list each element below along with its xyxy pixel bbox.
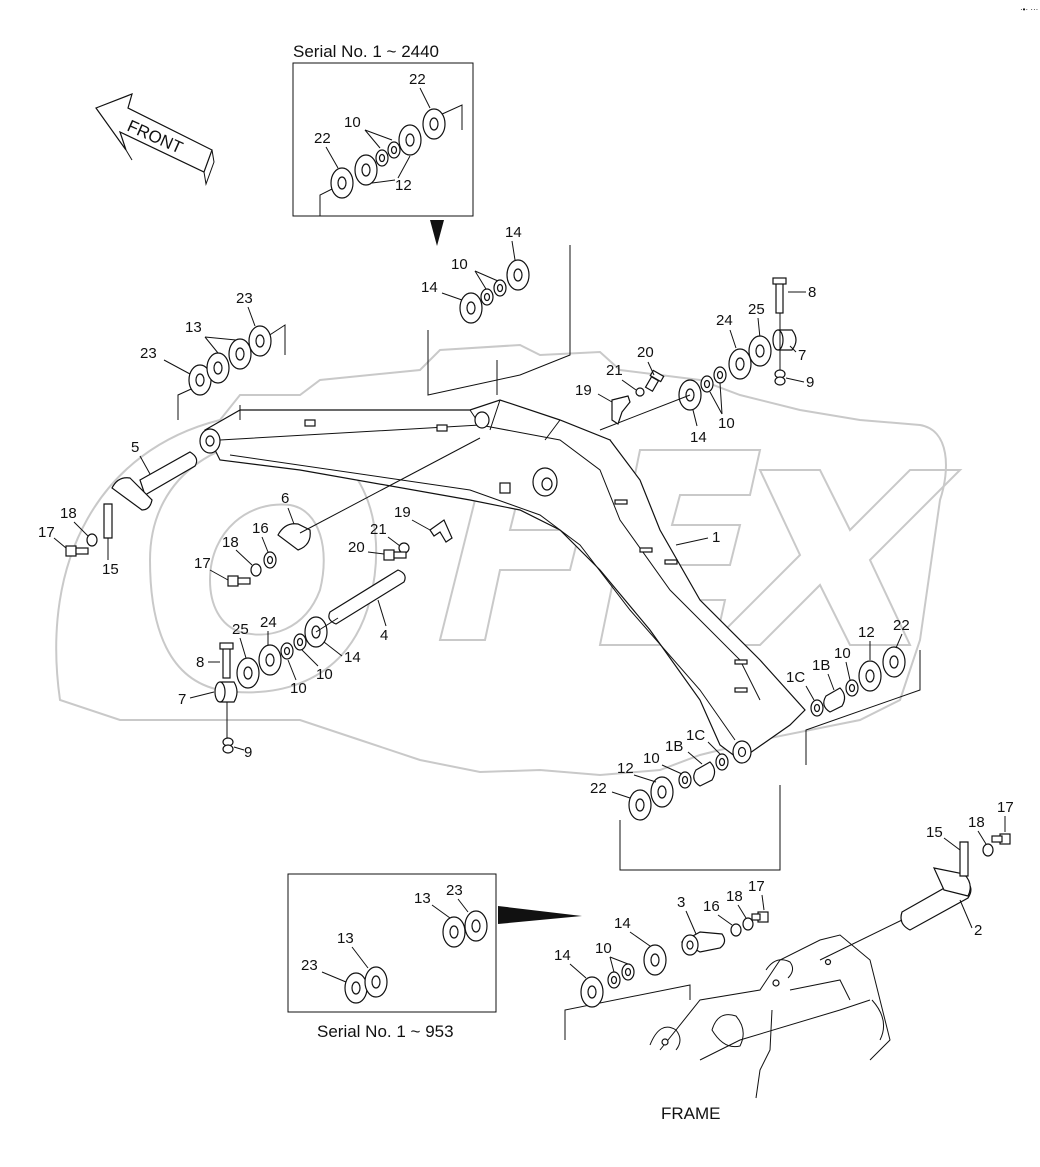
callout-1c-right: 1C	[786, 669, 805, 686]
callout-24-lower: 24	[260, 614, 277, 631]
corner-mark: ·•· ···	[1020, 5, 1038, 14]
callout-7-right: 7	[798, 347, 806, 364]
pin-5-left: 5 15 18 17	[38, 439, 198, 578]
pin-2-right: 15 18 17 2	[819, 799, 1014, 961]
inset-bottom-label-23b: 23	[301, 957, 318, 974]
callout-19-center: 19	[394, 504, 411, 521]
callout-8-right: 8	[808, 284, 816, 301]
callout-14-lower-left: 14	[344, 649, 361, 666]
callout-1c-foot: 1C	[686, 727, 705, 744]
callout-25-right: 25	[748, 301, 765, 318]
inset-bottom-caption: Serial No. 1 ~ 953	[317, 1022, 454, 1041]
callout-17-frame: 17	[748, 878, 765, 895]
callout-2: 2	[974, 922, 982, 939]
boom-outline	[204, 399, 806, 761]
washer-group-lower-left: 14 24 25 10 10 8 7 9	[178, 614, 361, 761]
callout-25-lower: 25	[232, 621, 249, 638]
callout-17-center: 17	[194, 555, 211, 572]
callout-10-top: 10	[451, 256, 468, 273]
callout-16-frame: 16	[703, 898, 720, 915]
inset-top-frame	[292, 62, 474, 217]
callout-18-frame: 18	[726, 888, 743, 905]
callout-1b-foot: 1B	[665, 738, 683, 755]
callout-21-right: 21	[606, 362, 623, 379]
callout-7-lower: 7	[178, 691, 186, 708]
callout-17-right: 17	[997, 799, 1014, 816]
callout-12-right: 12	[858, 624, 875, 641]
pin-6-center-left: 6 16 18 17	[194, 437, 481, 587]
washer-group-foot-lower: 22 12 10 1B 1C	[590, 727, 781, 871]
callout-1b-right: 1B	[812, 657, 830, 674]
callout-18-center: 18	[222, 534, 239, 551]
frame: FRAME	[649, 934, 891, 1123]
callout-20-center: 20	[348, 539, 365, 556]
callout-10-right: 10	[834, 645, 851, 662]
pin-parts-right-upper: 8 25 24 7 9	[716, 277, 816, 391]
callout-14-frame-left: 14	[554, 947, 571, 964]
inset-top: Serial No. 1 ~ 2440 22 10 22 12	[292, 42, 474, 246]
front-arrow: FRONT	[95, 93, 215, 186]
callout-22-foot: 22	[590, 780, 607, 797]
callout-9-lower: 9	[244, 744, 252, 761]
inset-bottom-frame	[287, 873, 497, 1013]
callout-10-lower-b: 10	[316, 666, 333, 683]
callout-3: 3	[677, 894, 685, 911]
callout-20-right: 20	[637, 344, 654, 361]
callout-24-right: 24	[716, 312, 733, 329]
callout-23-upper-left: 23	[140, 345, 157, 362]
callout-10-frame: 10	[595, 940, 612, 957]
callout-14-right-upper: 14	[690, 429, 707, 446]
callout-12-foot: 12	[617, 760, 634, 777]
callout-1: 1	[712, 529, 720, 546]
callout-4: 4	[380, 627, 388, 644]
callout-10-right-upper: 10	[718, 415, 735, 432]
callout-9-right: 9	[806, 374, 814, 391]
washer-group-top-center: 14 10 14	[421, 224, 571, 396]
callout-21-center: 21	[370, 521, 387, 538]
inset-bottom: Serial No. 1 ~ 953 13 23 13 23	[287, 873, 582, 1041]
callout-23-upper: 23	[236, 290, 253, 307]
callout-13-upper: 13	[185, 319, 202, 336]
frame-side-parts: 3 16 18 17 14 10 14	[554, 878, 769, 1040]
inset-bottom-label-13b: 13	[337, 930, 354, 947]
callout-15-right: 15	[926, 824, 943, 841]
boom-callouts: 1 4	[328, 529, 720, 644]
inset-top-pointer	[430, 220, 444, 246]
callout-17-left: 17	[38, 524, 55, 541]
callout-15-left: 15	[102, 561, 119, 578]
callout-19-right: 19	[575, 382, 592, 399]
callout-8-lower: 8	[196, 654, 204, 671]
callout-6: 6	[281, 490, 289, 507]
washer-group-right-upper: 14 10 20 21 19	[575, 344, 735, 446]
callout-14-top: 14	[505, 224, 522, 241]
inset-bottom-label-13a: 13	[414, 890, 431, 907]
inset-bottom-pointer	[498, 906, 582, 924]
bolt-group-center: 19 21 20	[348, 504, 453, 561]
callout-14-top-left: 14	[421, 279, 438, 296]
callout-18-left: 18	[60, 505, 77, 522]
inset-top-label-12: 12	[395, 177, 412, 194]
callout-16-center: 16	[252, 520, 269, 537]
inset-top-label-22a: 22	[409, 71, 426, 88]
callout-5: 5	[131, 439, 139, 456]
inset-top-label-10: 10	[344, 114, 361, 131]
callout-10-lower-a: 10	[290, 680, 307, 697]
boom-body	[199, 399, 806, 764]
inset-top-caption: Serial No. 1 ~ 2440	[293, 42, 439, 61]
callout-10-foot: 10	[643, 750, 660, 767]
inset-bottom-label-23a: 23	[446, 882, 463, 899]
inset-top-label-22b: 22	[314, 130, 331, 147]
callout-18-right: 18	[968, 814, 985, 831]
washer-group-upper-left: 23 13 23	[140, 290, 286, 420]
callout-22-right: 22	[893, 617, 910, 634]
frame-label: FRAME	[661, 1104, 721, 1123]
callout-14-frame-right: 14	[614, 915, 631, 932]
washer-group-foot-right: 1C 1B 10 12 22	[786, 617, 921, 765]
